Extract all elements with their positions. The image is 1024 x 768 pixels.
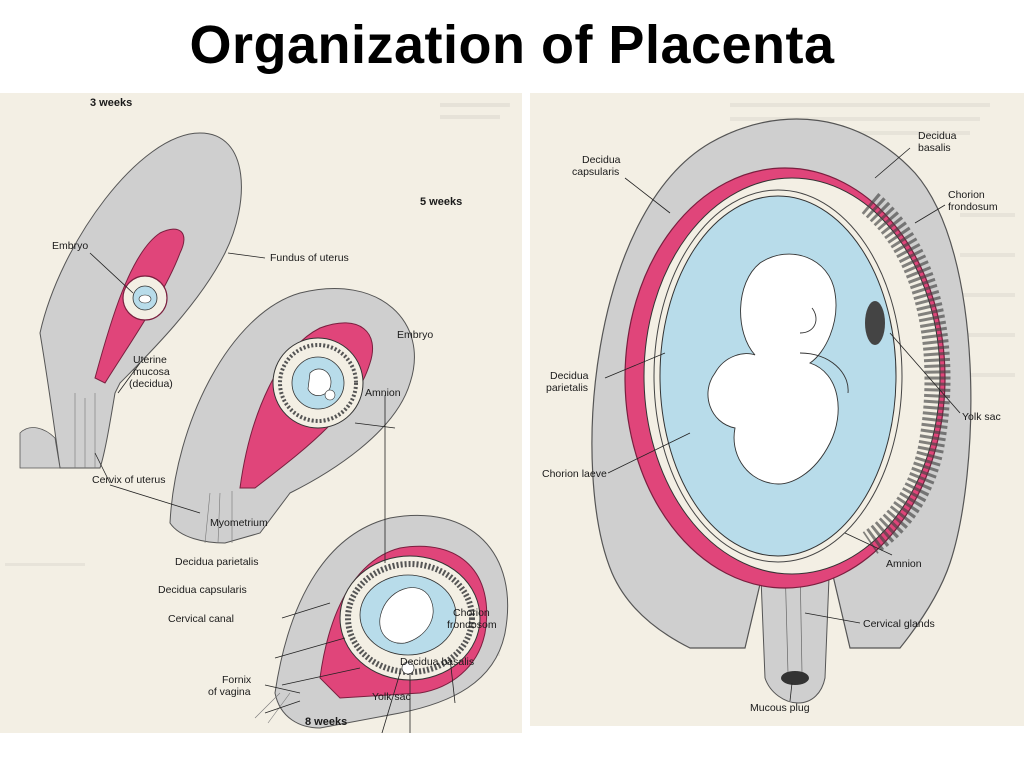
label-chorion-frondosum-1: Chorion [948, 189, 985, 201]
label-embryo-3wk: Embryo [52, 240, 88, 252]
villi-region [861, 193, 951, 554]
label-chorion-frondosum-8wk-2: frondosom [447, 619, 497, 631]
cervix [759, 552, 831, 704]
label-amnion: Amnion [365, 387, 401, 399]
fetus [707, 253, 849, 485]
label-fundus-of-uterus: Fundus of uterus [270, 252, 349, 264]
slide-title: Organization of Placenta [189, 15, 835, 75]
label-decidua-parietalis-2: parietalis [546, 382, 588, 394]
label-cervical-glands: Cervical glands [863, 618, 935, 630]
label-8-weeks: 8 weeks [305, 716, 347, 728]
label-yolk-sac-8wk: Yolk sac [372, 691, 411, 703]
leader-lines [89, 252, 456, 733]
yolk-sac [865, 301, 885, 345]
label-myometrium: Myometrium [210, 517, 268, 529]
label-chorion-frondosum-8wk-1: Chorion [453, 607, 490, 619]
figure-pregnant-uterus: Decidua capsularis Decidua basalis Chori… [530, 93, 1024, 726]
embryo-8wk [379, 587, 434, 644]
label-mucous-plug: Mucous plug [750, 702, 810, 714]
label-decidua-basalis-8wk: Decidua basalis [400, 656, 474, 668]
label-decidua-capsularis-8wk: Decidua capsularis [158, 584, 247, 596]
label-cervix-of-uterus: Cervix of uterus [92, 474, 166, 486]
label-decidua-capsularis-2: capsularis [572, 166, 619, 178]
label-fornix-2: of vagina [208, 686, 251, 698]
label-fornix-1: Fornix [222, 674, 252, 686]
label-5-weeks: 5 weeks [420, 196, 462, 208]
uterus-stages-illustration: 3 weeks Embryo Fundus of uterus 5 weeks … [5, 97, 510, 733]
label-decidua-parietalis-8wk: Decidua parietalis [175, 556, 258, 568]
label-yolk-sac: Yolk sac [962, 411, 1001, 423]
leader-lines [604, 147, 961, 702]
label-uterine-1: Uterine [133, 354, 167, 366]
embryo-3wk [138, 294, 152, 304]
label-decidua-capsularis-1: Decidua [582, 154, 621, 166]
label-decidua-basalis-2: basalis [918, 142, 951, 154]
label-chorion-frondosum-2: frondosum [948, 201, 998, 213]
uterus-8-weeks [254, 514, 509, 729]
label-embryo-5wk: Embryo [397, 329, 433, 341]
label-amnion: Amnion [886, 558, 922, 570]
uterus-3-weeks [19, 132, 242, 469]
label-uterine-3: (decidua) [129, 378, 173, 390]
label-decidua-parietalis-1: Decidua [550, 370, 589, 382]
label-cervical-canal: Cervical canal [168, 613, 234, 625]
label-chorion-laeve: Chorion laeve [542, 468, 607, 480]
embryo-5wk [307, 368, 332, 396]
label-decidua-basalis-1: Decidua [918, 130, 957, 142]
uterus-5-weeks [169, 288, 415, 544]
yolk-sac-8wk [401, 661, 415, 675]
mucous-plug [781, 671, 809, 685]
label-uterine-2: mucosa [133, 366, 170, 378]
figure-uterus-stages: 3 weeks Embryo Fundus of uterus 5 weeks … [0, 93, 522, 733]
pregnant-uterus-illustration: Decidua capsularis Decidua basalis Chori… [542, 103, 1015, 714]
label-3-weeks: 3 weeks [90, 97, 132, 109]
